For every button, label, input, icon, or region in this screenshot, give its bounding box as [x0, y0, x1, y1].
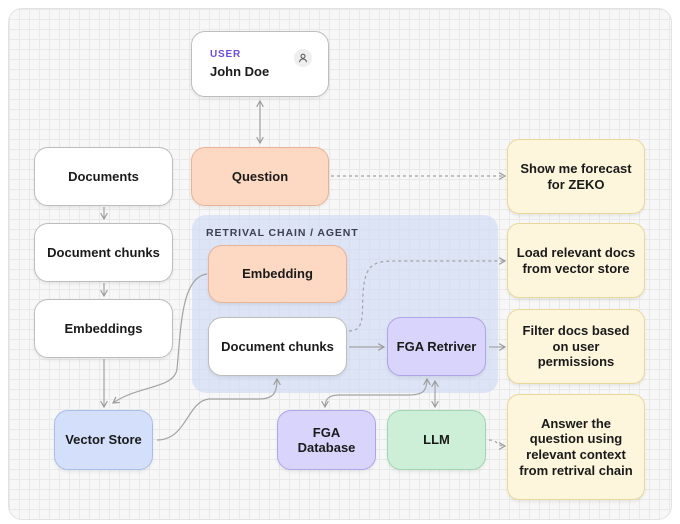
fga-database-node[interactable]: FGA Database: [277, 410, 376, 470]
embeddings-node[interactable]: Embeddings: [34, 299, 173, 358]
note-load-docs: Load relevant docs from vector store: [507, 223, 645, 298]
connector-layer: [100, 99, 507, 450]
chunks-loadnote-connector: [348, 257, 507, 332]
llm-answernote-connector: [488, 439, 507, 450]
embedding-vectorstore-connector: [112, 273, 208, 404]
documents-node[interactable]: Documents: [34, 147, 173, 206]
document-chunks-left-node[interactable]: Document chunks: [34, 223, 173, 282]
vector-store-node[interactable]: Vector Store: [54, 410, 153, 470]
note-forecast: Show me forecast for ZEKO: [507, 139, 645, 214]
user-card[interactable]: USER John Doe: [191, 31, 329, 97]
diagram-canvas: RETRIVAL CHAIN / AGENT: [8, 8, 672, 520]
note-answer: Answer the question using relevant conte…: [507, 394, 645, 500]
llm-node[interactable]: LLM: [387, 410, 486, 470]
vectorstore-chunks-connector: [156, 377, 281, 441]
embedding-node[interactable]: Embedding: [208, 245, 347, 303]
user-name: John Doe: [210, 63, 270, 79]
note-filter-docs: Filter docs based on user permissions: [507, 309, 645, 384]
document-chunks-center-node[interactable]: Document chunks: [208, 317, 347, 376]
retrieval-chain-label: RETRIVAL CHAIN / AGENT: [206, 227, 359, 239]
question-node[interactable]: Question: [191, 147, 329, 206]
person-icon: [294, 49, 312, 67]
fga-retriever-node[interactable]: FGA Retriver: [387, 317, 486, 376]
user-role-label: USER: [210, 48, 241, 60]
retriever-database-connector: [321, 377, 431, 409]
